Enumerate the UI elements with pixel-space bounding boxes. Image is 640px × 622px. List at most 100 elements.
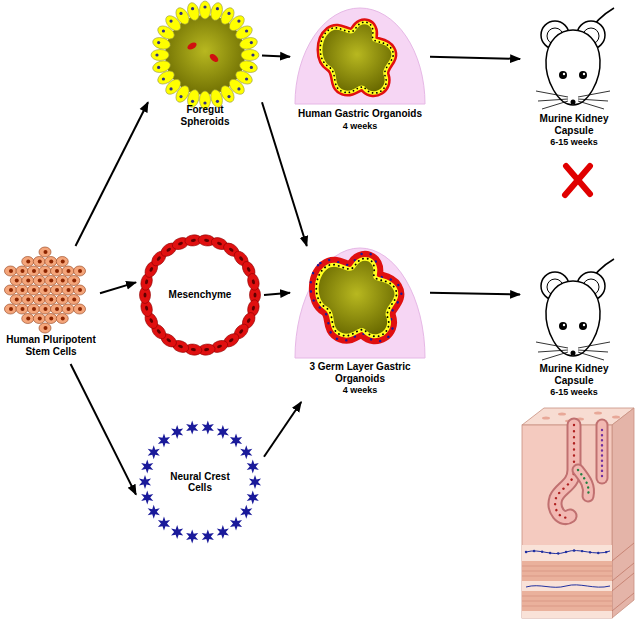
arrow-connector xyxy=(262,55,290,56)
stem-cell xyxy=(5,266,17,276)
stem-cell xyxy=(39,323,51,333)
stem-cell xyxy=(45,276,57,286)
cell-nucleus xyxy=(49,317,53,321)
cell-nucleus xyxy=(227,12,230,15)
cell-nucleus xyxy=(21,288,25,292)
cell-nucleus xyxy=(49,279,53,283)
cell-nucleus xyxy=(237,87,240,90)
stem-cell xyxy=(33,276,45,286)
foregut-spheroid xyxy=(151,1,259,109)
mouse-icon xyxy=(536,259,614,360)
neural-crest-cell xyxy=(186,421,198,435)
stem-cell xyxy=(51,266,63,276)
stem-cell xyxy=(68,295,80,305)
node-label: Neural Crest Cells xyxy=(158,471,242,494)
cell-nucleus xyxy=(238,256,244,262)
failure-cross xyxy=(565,166,590,195)
cell-nucleus xyxy=(179,12,182,15)
cell-nucleus xyxy=(44,269,48,273)
cell-nucleus xyxy=(204,348,209,352)
cell-nucleus xyxy=(250,41,253,44)
neural-crest-cell xyxy=(139,475,151,489)
neural-crest-cell xyxy=(171,525,183,539)
mesenchyme-node: Mesenchyme xyxy=(136,232,264,358)
neural-crest-cell xyxy=(202,529,214,543)
node-label: Murine Kidney Capsule xyxy=(526,363,622,386)
cell-nucleus xyxy=(9,307,13,311)
stem-cell xyxy=(39,304,51,314)
mesenchyme-ring xyxy=(139,234,261,356)
cell-nucleus xyxy=(178,344,184,349)
cell-nucleus xyxy=(203,5,206,8)
cell-nucleus xyxy=(26,298,30,302)
cell-nucleus xyxy=(38,279,42,283)
arrow-connector xyxy=(264,402,301,457)
cell-nucleus xyxy=(178,241,184,246)
cell-nucleus xyxy=(217,241,223,246)
gastric-organoid xyxy=(295,8,425,104)
stem-cell xyxy=(39,247,51,257)
cell-nucleus xyxy=(38,317,42,321)
cell-nucleus xyxy=(227,95,230,98)
cell-nucleus xyxy=(78,307,82,311)
stem-cell xyxy=(5,285,17,295)
cell-nucleus xyxy=(155,53,158,56)
stem-cell xyxy=(39,266,51,276)
arrow-connector xyxy=(100,282,136,293)
cell-nucleus xyxy=(72,279,76,283)
stem-cell-cluster xyxy=(5,247,86,333)
endoderm-cell xyxy=(151,50,169,61)
neural-crest-ring xyxy=(139,421,261,544)
cell-nucleus xyxy=(55,288,59,292)
arrow-connector xyxy=(71,364,136,495)
stem-cell xyxy=(74,304,86,314)
cell-nucleus xyxy=(38,298,42,302)
cell-nucleus xyxy=(216,100,219,103)
stem-cell xyxy=(56,276,68,286)
stem-cell xyxy=(68,276,80,286)
stem-cell xyxy=(56,314,68,324)
cell-nucleus xyxy=(21,307,25,311)
neural-crest-cell xyxy=(247,460,259,474)
stem-cell xyxy=(16,304,28,314)
arrow-connector xyxy=(262,102,307,246)
arrow-connector xyxy=(76,102,149,246)
neural-crest-cell xyxy=(230,517,242,531)
cell-nucleus xyxy=(191,239,196,243)
stem-cell xyxy=(62,304,74,314)
gastric-tissue-block xyxy=(522,408,634,618)
stem-cell xyxy=(16,285,28,295)
cell-nucleus xyxy=(32,307,36,311)
neural-crest-node: Neural Crest Cells xyxy=(136,419,264,545)
stem-cell xyxy=(22,257,34,267)
cell-nucleus xyxy=(245,77,248,80)
neural-crest-cell xyxy=(247,490,259,504)
cell-nucleus xyxy=(251,279,255,285)
cell-nucleus xyxy=(44,250,48,254)
cell-nucleus xyxy=(191,7,194,10)
endoderm-cell xyxy=(241,50,259,61)
neural-crest-cell xyxy=(148,445,160,459)
cell-nucleus xyxy=(245,29,248,32)
cell-nucleus xyxy=(166,247,172,252)
cell-nucleus xyxy=(55,307,59,311)
stem-cell xyxy=(62,285,74,295)
arrow-connector xyxy=(430,293,520,295)
stem-cell xyxy=(51,285,63,295)
cell-nucleus xyxy=(55,269,59,273)
neural-crest-cell xyxy=(230,433,242,447)
neural-crest-cell xyxy=(249,475,261,489)
stem-cell xyxy=(10,276,22,286)
cell-nucleus xyxy=(78,288,82,292)
cell-nucleus xyxy=(156,329,162,335)
stem-cell-node: Human Pluripotent Stem Cells xyxy=(2,246,100,364)
node-label: Murine Kidney Capsule xyxy=(526,113,622,136)
stem-cell xyxy=(56,295,68,305)
spheroid-node: Foregut Spheroids xyxy=(148,0,262,142)
duration-label: 6-15 weeks xyxy=(526,387,622,397)
mouse-node: Murine Kidney Capsule6-15 weeks xyxy=(520,4,628,152)
cell-nucleus xyxy=(149,318,154,324)
organoid-node: 3 Germ Layer Gastric Organoids4 weeks xyxy=(290,246,430,402)
duration-label: 4 weeks xyxy=(304,385,416,395)
